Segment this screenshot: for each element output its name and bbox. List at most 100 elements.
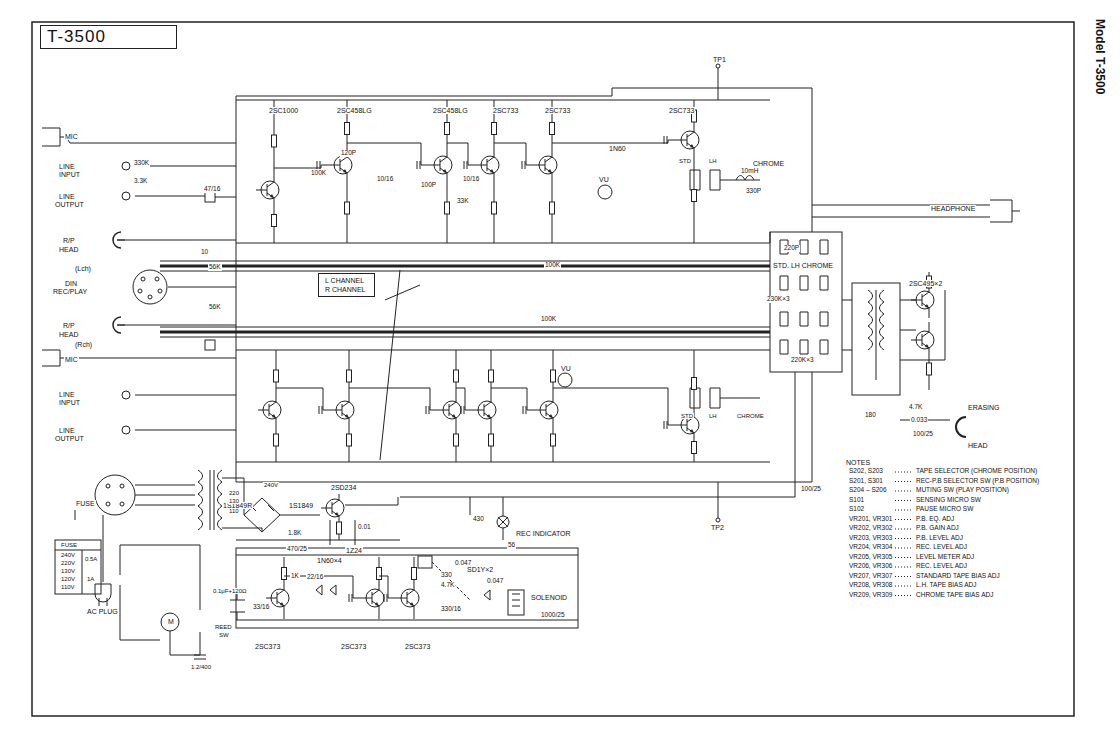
resistor-symbol <box>551 434 556 446</box>
regulator-wire <box>236 497 400 545</box>
note-leader <box>895 519 912 520</box>
erase-head-symbol <box>956 417 966 437</box>
component-label: 4.7K <box>440 582 455 589</box>
component-label: 120V <box>60 576 76 582</box>
resistor-symbol <box>692 378 697 390</box>
resistor-symbol <box>927 363 932 375</box>
component-label: 0.01 <box>357 524 372 531</box>
vu-meter <box>558 373 572 387</box>
resistor-symbol <box>445 202 450 214</box>
component-label: M <box>167 618 175 625</box>
component-label: 10/16 <box>462 176 480 183</box>
capacitor-symbol <box>194 655 206 659</box>
component-label: LINE <box>58 427 76 434</box>
component-label: ERASING <box>967 404 1001 411</box>
resistor-symbol <box>492 202 497 214</box>
test-point-wire <box>400 68 795 518</box>
note-text: L.H. TAPE BIAS ADJ <box>915 582 977 589</box>
component-label: 10mH <box>740 168 759 175</box>
emitter-arrow <box>443 169 447 173</box>
component-label: 1S1849 <box>288 502 314 509</box>
solenoid-winding <box>512 594 520 606</box>
component-label: HEAD <box>967 442 988 449</box>
component-label: 240V <box>263 482 279 488</box>
component-label: 0.047 <box>486 578 504 585</box>
headphone-jack <box>812 200 1020 222</box>
component-label: REED <box>214 624 233 630</box>
note-text: VR203, VR303 <box>848 535 893 542</box>
coupling-wire <box>491 388 535 410</box>
capacitor-symbol <box>319 406 322 414</box>
oscillator-transformer <box>852 283 900 395</box>
bias-wire <box>842 290 950 420</box>
mains-wire <box>135 485 195 505</box>
selector-pin <box>106 502 110 506</box>
component-label: 1000/25 <box>540 612 566 619</box>
component-label: FUSE <box>60 542 78 548</box>
component-label: 330/16 <box>440 606 462 613</box>
relay-symbol <box>418 556 432 568</box>
component-label: OUTPUT <box>54 201 85 208</box>
note-leader <box>895 529 912 530</box>
fuse-table-rule <box>55 550 101 594</box>
vu-meter <box>598 185 612 199</box>
capacitor-symbol <box>664 421 667 429</box>
component-label: INPUT <box>58 399 81 406</box>
component-label: 220V <box>60 560 76 566</box>
capacitor-symbol <box>464 161 467 169</box>
note-text: P.B. LEVEL ADJ <box>915 535 964 542</box>
note-leader <box>895 586 912 587</box>
component-label: 1Z24 <box>345 547 363 554</box>
emitter-arrow <box>925 344 929 348</box>
channel-switch-wire <box>380 270 420 460</box>
capacitor-symbol <box>417 161 420 169</box>
component-label: R/P <box>62 237 76 244</box>
capacitor-symbol <box>349 594 352 602</box>
note-leader <box>895 567 912 568</box>
component-label: 220P <box>783 245 800 252</box>
component-label: MIC <box>64 356 79 363</box>
selector-pin <box>106 484 110 488</box>
component-label: 130V <box>60 568 76 574</box>
emitter-arrow <box>690 144 694 148</box>
note-text: STANDARD TAPE BIAS ADJ <box>915 573 1001 580</box>
emitter-arrow <box>925 304 929 308</box>
emitter-arrow <box>343 169 347 173</box>
component-label: 120P <box>340 150 357 157</box>
component-label: SW <box>218 632 230 638</box>
resistor-symbol <box>347 370 352 382</box>
component-label: 230K×3 <box>766 296 791 303</box>
note-text: VR201, VR301 <box>848 516 893 523</box>
lamp-wire <box>470 497 508 540</box>
resistor-symbol <box>345 202 350 214</box>
component-label: AC PLUG <box>86 608 119 615</box>
component-label: 0.033 <box>910 417 928 424</box>
note-leader <box>895 576 912 577</box>
capacitor-symbol <box>317 161 320 169</box>
transistor-leads <box>361 557 379 619</box>
component-label: 33/16 <box>252 604 270 611</box>
note-text: VR209, VR309 <box>848 592 893 599</box>
component-label: OUTPUT <box>54 435 85 442</box>
component-label: 110 <box>228 508 240 514</box>
component-label: 22/16 <box>306 574 324 581</box>
capacitor-symbol <box>664 136 667 144</box>
component-label: CHROME <box>736 413 765 419</box>
resistor-symbol <box>377 568 382 580</box>
capacitor-symbol <box>523 406 526 414</box>
component-label: 0.5A <box>84 556 98 562</box>
component-label: 220K×3 <box>790 357 815 364</box>
component-label: SOLENOID <box>530 594 568 601</box>
note-leader <box>895 510 912 511</box>
transistor-leads <box>476 100 494 243</box>
note-text: S201, S301 <box>848 478 884 485</box>
component-label: HEAD <box>58 331 79 338</box>
eq-coil <box>720 176 760 399</box>
note-text: S102 <box>848 506 865 513</box>
din-pin <box>155 277 159 281</box>
transistor-leads <box>329 100 347 243</box>
emitter-arrow <box>280 602 284 606</box>
coupling-wire <box>274 165 329 168</box>
note-text: S204 – S206 <box>848 487 888 494</box>
